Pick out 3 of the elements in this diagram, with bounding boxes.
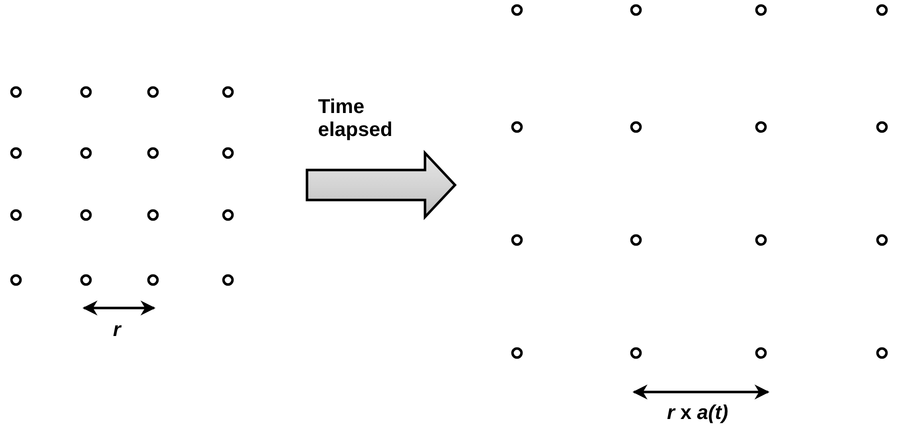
arrow-label: Time elapsed	[318, 96, 394, 142]
dimension-label: r x a(t)	[667, 402, 728, 425]
dimension-label: r	[113, 319, 121, 342]
